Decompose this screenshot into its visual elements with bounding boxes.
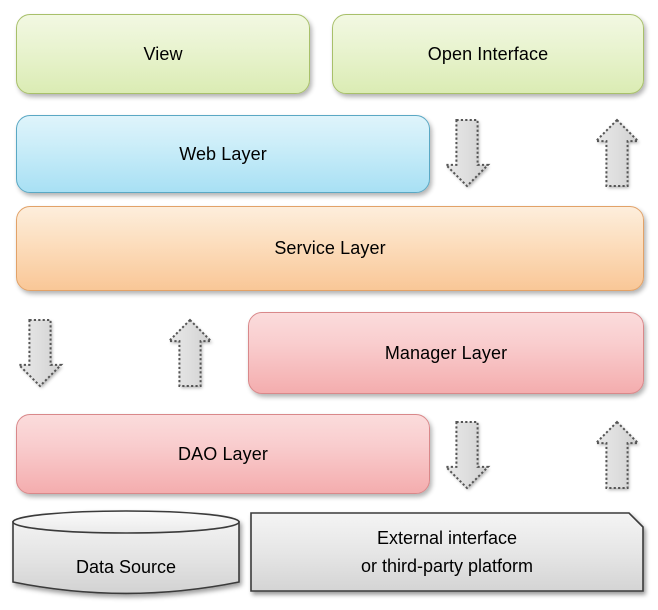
layer-label-dao-layer: DAO Layer [178, 443, 268, 464]
arrow-up-dao-up [593, 420, 641, 490]
layer-label-view: View [143, 43, 183, 64]
arrow-up-manager-up [166, 318, 214, 388]
arrow-glyph-down-icon [443, 421, 491, 490]
chamfered-shape [250, 512, 644, 592]
arrow-glyph-up-icon [593, 420, 641, 489]
layer-label-web-layer: Web Layer [179, 143, 267, 164]
arrow-down-dao-down [443, 420, 491, 490]
layer-box-service-layer[interactable]: Service Layer [16, 206, 644, 291]
layer-box-manager-layer[interactable]: Manager Layer [248, 312, 644, 394]
layer-box-dao-layer[interactable]: DAO Layer [16, 414, 430, 494]
layer-box-view[interactable]: View [16, 14, 310, 94]
layer-label-manager-layer: Manager Layer [384, 342, 508, 363]
layer-label-service-layer: Service Layer [274, 238, 386, 259]
layer-box-web-layer[interactable]: Web Layer [16, 115, 430, 193]
arrow-glyph-down-icon [16, 319, 64, 388]
arrow-glyph-up-icon [593, 118, 641, 187]
arrow-glyph-down-icon [443, 119, 491, 188]
layer-label-open-interface: Open Interface [427, 43, 549, 64]
cylinder-shape [12, 510, 240, 595]
arrow-down-manager-down [16, 318, 64, 388]
arrow-down-web-down [443, 118, 491, 188]
layer-box-open-interface[interactable]: Open Interface [332, 14, 644, 94]
arrow-up-web-up [593, 118, 641, 188]
arrow-glyph-up-icon [166, 318, 214, 387]
layer-box-data-source[interactable]: Data Source [12, 510, 240, 595]
